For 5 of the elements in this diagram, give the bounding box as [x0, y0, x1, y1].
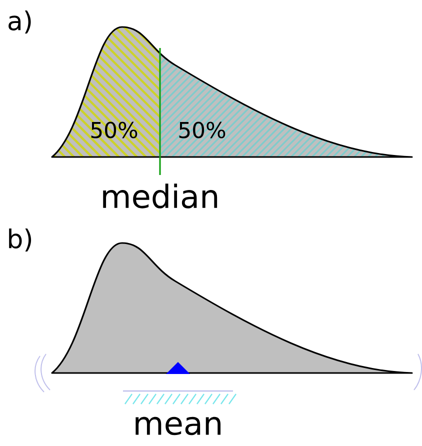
axis-label: median — [103, 184, 218, 208]
panel-label: a) — [8, 10, 31, 34]
axis-label: mean — [136, 416, 220, 436]
panel-label: b) — [9, 228, 32, 252]
percent-label: 50% — [179, 122, 226, 138]
